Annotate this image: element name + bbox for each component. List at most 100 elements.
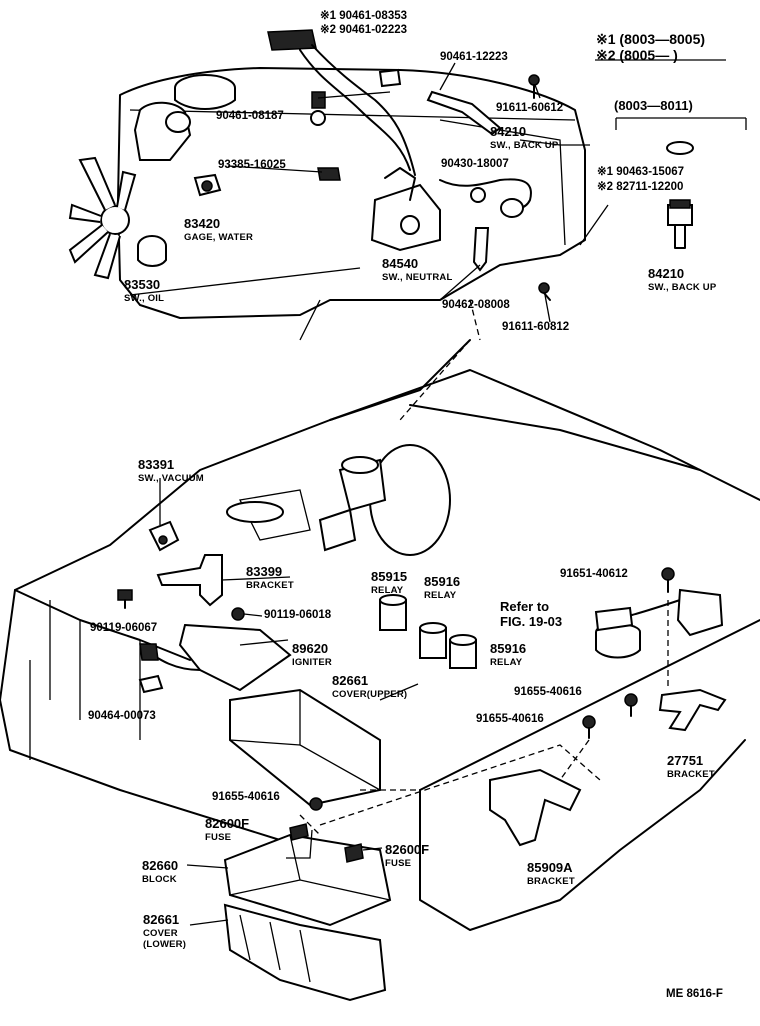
oil-pressure-switch-83530	[137, 235, 167, 267]
legend-line-2: ※2 (8005— )	[596, 47, 678, 63]
cover-upper-82661	[229, 688, 381, 807]
part-number: 85916	[424, 574, 461, 589]
part-number: 83530	[124, 277, 161, 292]
part-number: 83420	[184, 216, 221, 231]
part-name: IGNITER	[292, 657, 332, 668]
water-outlet	[133, 101, 192, 161]
back-up-switch-84210-right	[666, 141, 694, 249]
part-number: 27751	[667, 753, 704, 768]
connector-fig-19-03	[594, 588, 724, 637]
label-90119-06067: 90119-06067	[90, 622, 158, 634]
part-name: RELAY	[371, 585, 404, 596]
label-91651-40612: 91651-40612	[560, 568, 628, 580]
part-name: BRACKET	[527, 876, 575, 887]
screw-90119-06018	[231, 607, 245, 621]
refer-to-line-2: FIG. 19-03	[500, 614, 563, 629]
bracket-83399	[156, 554, 223, 607]
label-90464-00073: 90464-00073	[88, 710, 156, 722]
label-82661-upper: 82661 COVER(UPPER)	[332, 673, 407, 700]
part-name: SW., NEUTRAL	[382, 272, 453, 283]
plug-93385-16025	[317, 167, 341, 181]
part-name: FUSE	[385, 858, 412, 869]
label-82660: 82660 BLOCK	[142, 858, 178, 885]
bolt-91655-40616-a	[309, 797, 323, 811]
part-number: 84540	[382, 256, 419, 271]
bracket-85909a	[489, 768, 582, 847]
harness-connector-top	[267, 29, 416, 176]
label-91611-60812: 91611-60812	[502, 321, 570, 333]
bolt-91651-40612	[661, 567, 675, 593]
leaders-lower	[159, 299, 669, 926]
label-84210-right: 84210 SW., BACK UP	[648, 266, 716, 293]
engine-block	[117, 67, 586, 341]
relay-85916-b	[449, 634, 477, 669]
part-name: RELAY	[490, 657, 523, 668]
cooling-fan	[68, 156, 137, 280]
part-number: 84210	[490, 124, 527, 139]
label-91611-60612: 91611-60612	[496, 102, 564, 114]
label-91655-40616-c: 91655-40616	[476, 713, 544, 725]
part-number: 89620	[292, 641, 329, 656]
label-82661-lower: 82661 COVER (LOWER)	[143, 912, 186, 949]
part-name: SW., OIL	[124, 293, 165, 304]
screw-90119-06067	[117, 589, 133, 609]
label-83420: 83420 GAGE, WATER	[184, 216, 253, 243]
bolt-91611-60612	[528, 74, 540, 99]
legend-line-1: ※1 (8003—8005)	[596, 31, 706, 47]
label-90119-06018: 90119-06018	[264, 609, 332, 621]
label-91655-40616-b: 91655-40616	[514, 686, 582, 698]
leaders-upper	[129, 59, 747, 323]
label-90430-18007: 90430-18007	[441, 158, 509, 170]
part-number: 83391	[138, 457, 175, 472]
part-name: BRACKET	[246, 580, 294, 591]
part-name-2: (LOWER)	[143, 938, 187, 950]
label-90461-08353: ※1 90461-08353	[320, 10, 408, 22]
part-name: GAGE, WATER	[184, 232, 254, 243]
part-name: BLOCK	[142, 874, 177, 885]
label-83530: 83530 SW., OIL	[124, 277, 164, 304]
part-name: SW., BACK UP	[490, 140, 559, 151]
bolt-91655-40616-b	[624, 693, 638, 717]
relay-85915	[379, 594, 407, 631]
label-84540: 84540 SW., NEUTRAL	[382, 256, 452, 283]
label-85915: 85915 RELAY	[371, 569, 407, 596]
part-name: SW., VACUUM	[138, 473, 204, 484]
cover-lower-82661	[223, 903, 387, 1002]
label-90461-12223: 90461-12223	[440, 51, 508, 63]
label-83391: 83391 SW., VACUUM	[138, 457, 204, 484]
brake-booster	[318, 444, 451, 556]
bracket-27751	[658, 688, 727, 732]
part-name: SW., BACK UP	[648, 282, 717, 293]
part-number: 82600F	[385, 842, 430, 857]
label-89620: 89620 IGNITER	[292, 641, 332, 668]
part-name: FUSE	[205, 832, 232, 843]
oil-filler-cap	[174, 74, 236, 110]
igniter-89620	[139, 623, 292, 692]
clamp-90464-00073	[138, 674, 164, 694]
bolt-91611-60812	[538, 282, 551, 301]
clip-90462-08008	[472, 227, 490, 272]
part-number: 85915	[371, 569, 408, 584]
label-27751: 27751 BRACKET	[667, 753, 715, 780]
wire-clamp-90461-12223	[426, 90, 502, 136]
label-91655-40616-a: 91655-40616	[212, 791, 280, 803]
part-number: 82661	[143, 912, 180, 927]
vacuum-switch-83391	[148, 520, 180, 552]
range-label: (8003—8011)	[614, 98, 693, 113]
label-93385-16025: 93385-16025	[218, 159, 286, 171]
connector-90461-08187	[310, 91, 326, 126]
part-name: COVER(UPPER)	[332, 689, 408, 700]
label-90461-02223: ※2 90461-02223	[320, 24, 408, 36]
harness-90430-18007	[439, 178, 532, 218]
part-number: 83399	[246, 564, 283, 579]
label-85916-b: 85916 RELAY	[490, 641, 526, 668]
label-83399: 83399 BRACKET	[246, 564, 294, 591]
fuse-block-82660	[223, 823, 392, 927]
neutral-switch-84540	[370, 167, 441, 252]
water-temp-gauge-83420	[193, 173, 222, 197]
label-90462-08008: 90462-08008	[442, 299, 510, 311]
part-number: 82661	[332, 673, 369, 688]
part-number: 82600F	[205, 816, 250, 831]
sheet-id: ME 8616-F	[666, 988, 723, 1000]
